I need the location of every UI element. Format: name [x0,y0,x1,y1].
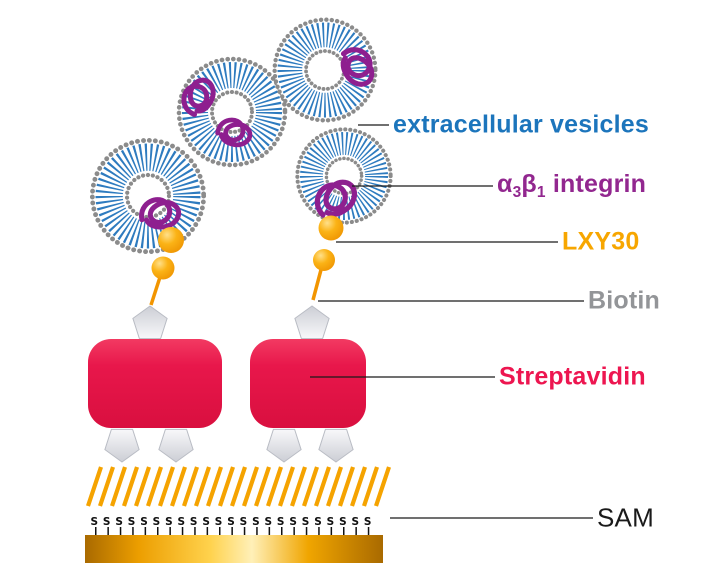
lxy30-bead [151,256,175,280]
label-extracellular-vesicles: extracellular vesicles [393,110,649,139]
label-biotin: Biotin [588,286,661,315]
label-sam: SAM [597,502,654,533]
lxy30-bead [318,215,344,241]
lxy30-linker [149,273,163,306]
integrin-alpha-subscript: 3 [512,183,522,201]
biotin-pentagon-top [294,305,330,340]
vesicle-icon [275,20,376,121]
biotin-pentagon-bottom [104,428,140,463]
label-streptavidin: Streptavidin [499,362,646,391]
lxy30-bead [313,249,335,271]
biotin-pentagon-bottom [158,428,194,463]
thiol-row: sssssssssssssssssssssss [90,513,376,529]
sam-monolayer: sssssssssssssssssssssss [85,466,391,563]
lxy30-group [149,215,344,306]
streptavidin-block [88,339,222,428]
streptavidin-assembly-2 [250,305,366,463]
label-integrin: α3β1 integrin [497,169,647,201]
lxy30-linker [311,265,324,301]
biotin-pentagon-bottom [266,428,302,463]
streptavidin-assembly-1 [88,305,222,463]
label-lxy30: LXY30 [562,227,640,256]
sam-alkane-chains [86,466,391,507]
integrin-alpha: α [497,169,513,198]
biotin-pentagon-bottom [318,428,354,463]
gold-substrate [85,535,383,563]
streptavidin-block [250,339,366,428]
integrin-word: integrin [545,169,647,198]
pointer-lines [310,124,593,519]
integrin-beta-subscript: 1 [536,183,546,201]
biotin-pentagon-top [132,305,168,340]
lxy30-bead [158,227,184,253]
integrin-beta: β [521,169,537,198]
vesicle-icon [92,140,203,251]
